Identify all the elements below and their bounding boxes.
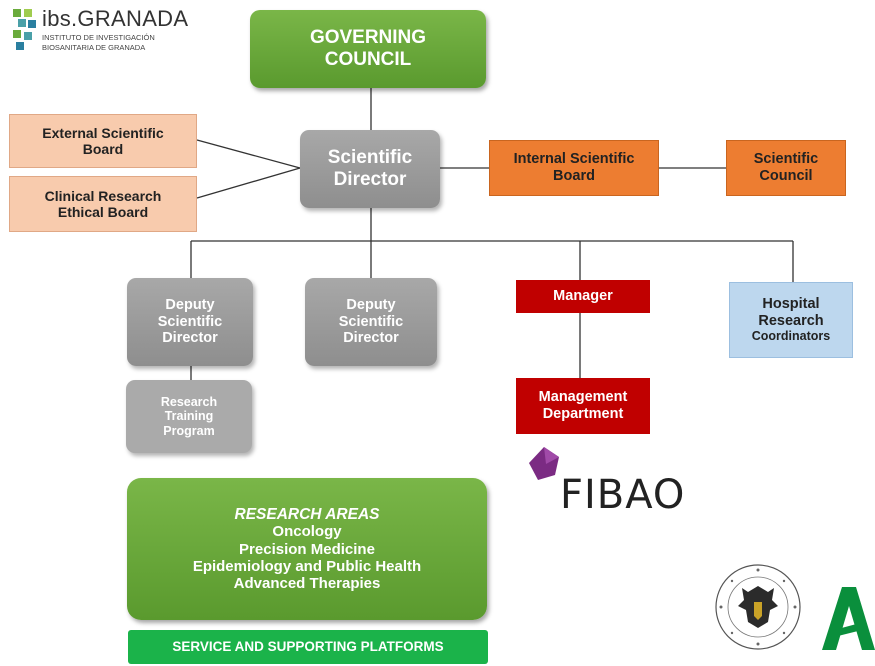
deputy-director-1-box: Deputy Scientific Director — [127, 278, 253, 366]
research-training-box: Research Training Program — [126, 380, 252, 453]
service-platforms-label: SERVICE AND SUPPORTING PLATFORMS — [172, 639, 444, 655]
deputy2-line2: Scientific — [338, 313, 404, 330]
external-scientific-board-box: External Scientific Board — [9, 114, 197, 168]
hospital-line2: Research — [758, 312, 824, 329]
ethical-board-line2: Ethical Board — [57, 204, 149, 220]
management-line1: Management — [538, 389, 628, 406]
training-line1: Research — [160, 394, 218, 409]
research-area-4: Advanced Therapies — [233, 575, 381, 593]
internal-board-line1: Internal Scientific — [513, 151, 635, 168]
research-area-3: Epidemiology and Public Health — [192, 557, 422, 575]
hospital-line1: Hospital — [762, 296, 820, 313]
external-board-line2: Board — [82, 141, 124, 157]
service-platforms-bar: SERVICE AND SUPPORTING PLATFORMS — [128, 630, 488, 664]
scientific-director-line2: Director — [333, 169, 407, 190]
logo-mark-icon — [13, 9, 36, 50]
external-board-line — [196, 139, 301, 169]
management-department-box: Management Department — [516, 378, 650, 434]
internal-board-line2: Board — [553, 168, 595, 184]
deputy2-line1: Deputy — [346, 296, 396, 313]
ibs-granada-logo: ibs.GRANADA INSTITUTO DE INVESTIGACIÓN B… — [10, 6, 210, 56]
research-areas-box: RESEARCH AREAS Oncology Precision Medici… — [127, 478, 487, 620]
andalucia-logo-icon — [822, 587, 875, 650]
ethical-board-line — [196, 167, 301, 199]
logo-line2: BIOSANITARIA DE GRANADA — [42, 43, 146, 52]
ethical-board-line1: Clinical Research — [44, 187, 162, 204]
deputy1-line3: Director — [162, 330, 218, 347]
scientific-director-line1: Scientific — [327, 147, 413, 169]
logo-line1: INSTITUTO DE INVESTIGACIÓN — [42, 33, 155, 42]
external-board-line1: External Scientific — [42, 124, 164, 141]
university-seal-icon — [715, 564, 801, 650]
deputy1-line2: Scientific — [157, 313, 223, 330]
governing-council-line1: GOVERNING — [309, 27, 427, 49]
deputy2-line3: Director — [343, 330, 399, 347]
training-line3: Program — [163, 423, 215, 438]
manager-box: Manager — [516, 280, 650, 313]
training-line2: Training — [164, 409, 214, 424]
scientific-council-line1: Scientific — [753, 151, 819, 168]
scientific-council-box: Scientific Council — [726, 140, 846, 196]
internal-scientific-board-box: Internal Scientific Board — [489, 140, 659, 196]
governing-council-line2: COUNCIL — [324, 49, 412, 70]
hospital-coordinators-box: Hospital Research Coordinators — [729, 282, 853, 358]
scientific-director-box: Scientific Director — [300, 130, 440, 208]
fibao-logo: FIBAO — [520, 444, 695, 524]
fibao-mark-icon — [529, 447, 559, 480]
governing-council-box: GOVERNING COUNCIL — [250, 10, 486, 88]
management-line2: Department — [542, 406, 624, 422]
deputy1-line1: Deputy — [165, 296, 215, 313]
scientific-council-line2: Council — [759, 168, 813, 184]
fibao-text: FIBAO — [560, 472, 686, 518]
ethical-board-box: Clinical Research Ethical Board — [9, 176, 197, 232]
research-heading: RESEARCH AREAS — [234, 505, 380, 523]
research-area-1: Oncology — [272, 523, 342, 541]
logo-name: ibs.GRANADA — [42, 6, 189, 31]
hospital-line3: Coordinators — [751, 329, 831, 344]
research-area-2: Precision Medicine — [239, 540, 375, 558]
manager-label: Manager — [553, 288, 613, 305]
deputy-director-2-box: Deputy Scientific Director — [305, 278, 437, 366]
